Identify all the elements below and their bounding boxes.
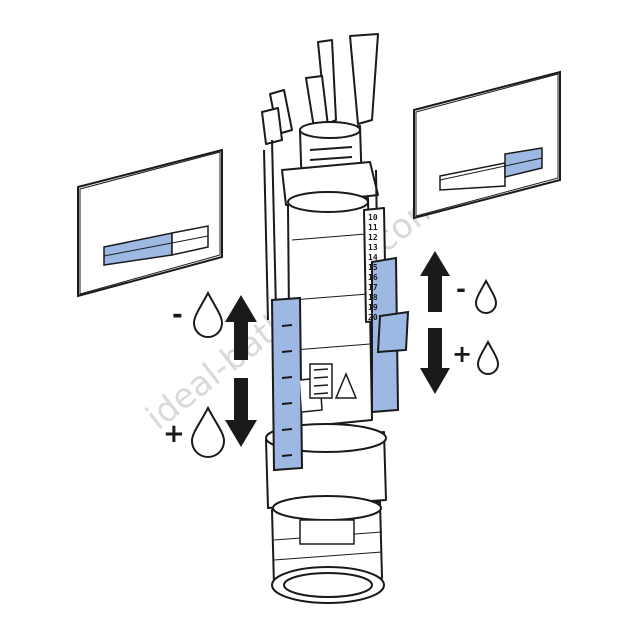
left-flush-plate [77,148,223,298]
right-volume-adjuster [371,256,410,414]
scale-number: 13 [368,243,378,252]
scale-number: 11 [368,223,378,232]
scale-number: 17 [368,283,378,292]
water-drop-icon [476,339,500,375]
scale-number: 19 [368,303,378,312]
right-plus-label: + [452,340,472,368]
water-drop-icon [474,278,498,314]
left-flush-button-icon [103,225,209,266]
right-adjustment: - + [420,251,500,394]
scale-number: 16 [368,273,378,282]
valve-handle [261,33,379,145]
arrow-up-icon [420,251,450,312]
scale-number: 10 [368,213,378,222]
left-plus-label: + [163,419,185,449]
scale-number: 14 [368,253,378,262]
scale-number: 15 [368,263,378,272]
water-drop-icon [190,405,226,458]
scale-number: 12 [368,233,378,242]
scale-number: 20 [368,313,378,322]
left-adjustment: - + [163,290,257,458]
level-indicator [309,363,358,399]
right-flush-plate [413,70,561,220]
arrow-up-icon [225,295,257,360]
right-minus-label: - [456,275,466,303]
scale-number: 18 [368,293,378,302]
arrow-down-icon [225,378,257,447]
water-drop-icon [192,290,224,338]
arrow-down-icon [420,328,450,394]
right-flush-button-icon [439,147,543,191]
left-minus-label: - [172,300,183,330]
